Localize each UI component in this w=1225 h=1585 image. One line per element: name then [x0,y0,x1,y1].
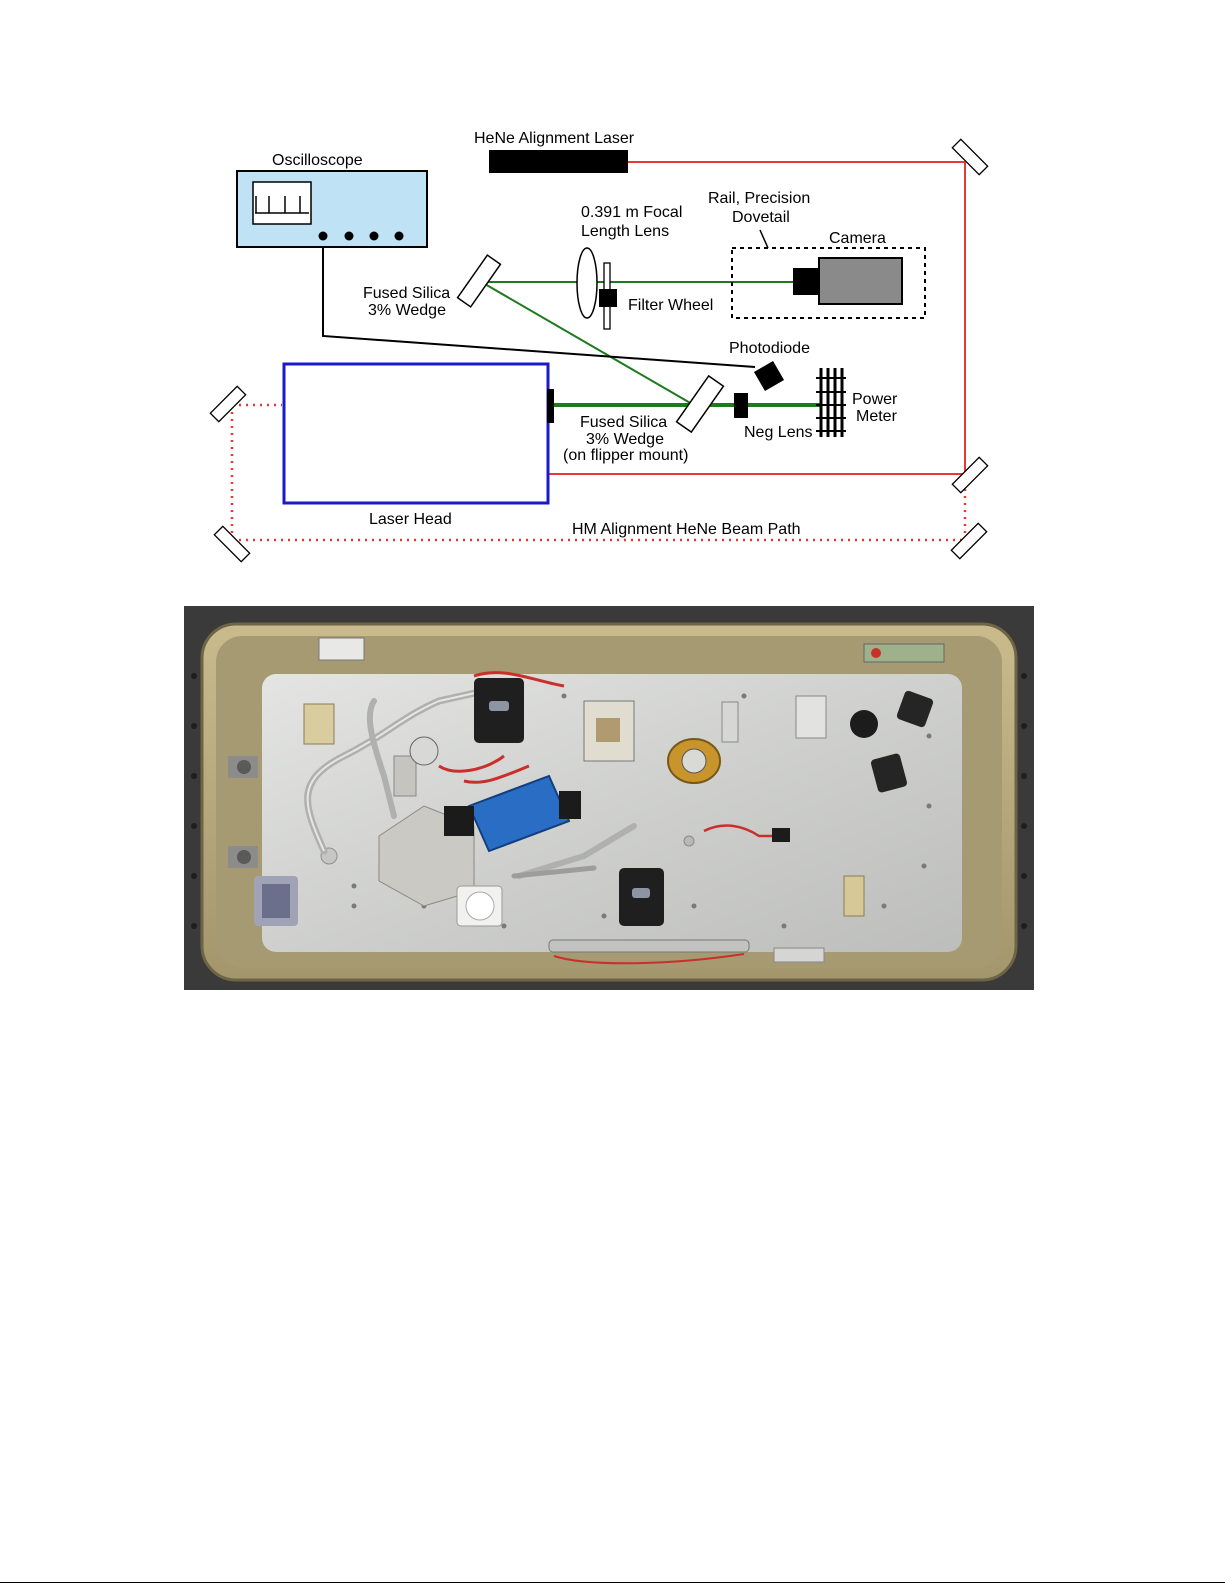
focal-length-lens [577,248,597,318]
mirror-bottom-right [951,523,986,558]
oscilloscope-knob-4 [395,232,404,241]
negative-lens [734,393,748,418]
rail-label-line1: Rail, Precision [708,190,810,207]
wedge-flipper-label-line3: (on flipper mount) [563,447,688,464]
hene-alignment-laser [489,150,628,173]
filter-wheel-filter [599,289,617,307]
oscilloscope [237,171,427,247]
wedge-flipper-label-line2: 3% Wedge [586,431,664,448]
laser-head-label: Laser Head [369,511,452,528]
laser-head-aperture [547,389,554,423]
rail-label-line2: Dovetail [732,209,790,226]
top-left-bracket [319,638,364,660]
enclosure-photo [184,606,1034,990]
oscilloscope-screen [253,182,311,224]
wedge-flipper-label-line1: Fused Silica [580,414,667,431]
bottom-inline-filter [549,940,749,952]
filter-wheel-label: Filter Wheel [628,297,713,314]
power-meter [816,368,846,437]
power-meter-label-line2: Meter [856,408,898,425]
oscilloscope-label: Oscilloscope [272,152,363,169]
photodiode [754,361,784,391]
camera-lens [793,268,819,295]
optical-layout-diagram: HeNe Alignment Laser Oscilloscope Rail, … [0,0,1225,580]
hene-laser-label: HeNe Alignment Laser [474,130,635,147]
focal-lens-label-line1: 0.391 m Focal [581,204,682,221]
wedge-upper-label-line1: Fused Silica [363,285,450,302]
laser-head [284,364,548,503]
oscilloscope-knob-3 [370,232,379,241]
rail-leader-line [760,230,768,248]
page-bottom-rule [0,1582,1225,1583]
photodiode-label: Photodiode [729,340,810,357]
right-lens-mount-1 [850,710,878,738]
wedge-upper-label-line2: 3% Wedge [368,302,446,319]
neg-lens-label: Neg Lens [744,424,813,441]
focal-lens-label-line2: Length Lens [581,223,669,240]
camera-body [819,258,902,304]
oscilloscope-knob-1 [319,232,328,241]
mirror-top-right [952,139,987,174]
camera-label: Camera [829,230,886,247]
hm-beam-path-label: HM Alignment HeNe Beam Path [572,521,801,538]
oscilloscope-knob-2 [345,232,354,241]
power-meter-label-line1: Power [852,391,898,408]
